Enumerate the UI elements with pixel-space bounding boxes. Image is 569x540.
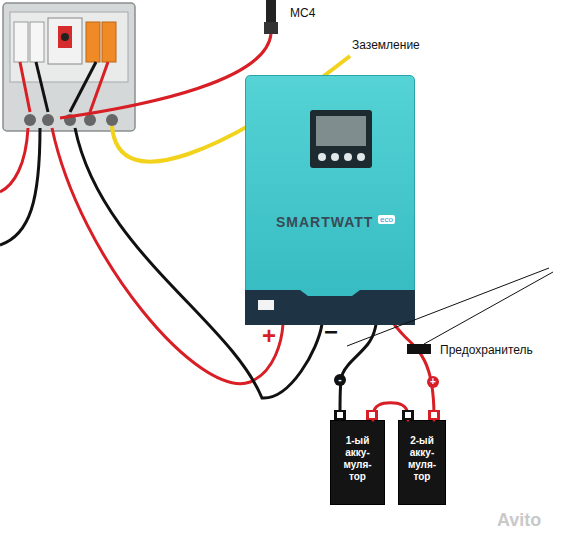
internal-wire (90, 62, 108, 112)
watermark: Avito (497, 510, 541, 531)
leader-line (424, 272, 553, 344)
panel-button (344, 153, 352, 161)
polarity-marker (334, 374, 346, 386)
battery-terminal (337, 412, 343, 418)
cable-gland (42, 114, 54, 126)
jumper-cable (373, 403, 408, 420)
battery-terminal (369, 412, 375, 418)
fuse-label: Предохранитель (440, 343, 533, 357)
dc-switch (48, 18, 82, 64)
panel-button (331, 153, 339, 161)
connector-label: MC4 (290, 6, 315, 20)
panel-button (318, 153, 326, 161)
surge-protector (102, 22, 116, 62)
polarity-sign: - (338, 375, 341, 385)
mounting-plate (10, 12, 128, 82)
dc-plus-cable (395, 325, 434, 420)
din-module (30, 22, 44, 62)
panel-button (357, 153, 365, 161)
internal-wire (70, 62, 96, 112)
polarity-sign: + (430, 377, 436, 387)
mc4-wire (60, 34, 271, 118)
cable-gland (64, 114, 76, 126)
brand-logo: SMARTWATT (276, 214, 373, 230)
polarity-sign: − (324, 318, 338, 346)
dc-minus-cable (340, 325, 376, 420)
ground-label: Заземление (352, 38, 420, 52)
pv-wire (0, 128, 28, 192)
battery-terminal (334, 410, 346, 420)
battery-label: 2-ый акку- муля- тор (399, 435, 445, 483)
inverter-panel (310, 110, 372, 168)
brand-badge: eco (378, 215, 395, 224)
internal-wire (20, 62, 30, 112)
mc4-connector (264, 22, 278, 34)
lcd-display (316, 116, 366, 146)
battery-terminal (431, 412, 437, 418)
switch-knob (61, 33, 69, 41)
cable-gland (84, 114, 96, 126)
switch-handle (58, 26, 72, 48)
battery-terminal (405, 412, 411, 418)
surge-protector (86, 22, 100, 62)
inverter-box: SMARTWATT eco (245, 75, 415, 325)
fuse-symbol (407, 344, 431, 354)
combiner-box (3, 3, 135, 131)
battery-terminal (428, 410, 440, 420)
cable-gland (106, 114, 118, 126)
internal-wire (36, 62, 48, 112)
battery-terminal (402, 410, 414, 420)
polarity-sign: + (262, 322, 276, 350)
battery-box: 1-ый акку- муля- тор (330, 420, 385, 505)
cable-gland (24, 114, 36, 126)
mc4-connector (266, 0, 276, 22)
battery-terminal (366, 410, 378, 420)
inverter-sticker (258, 300, 274, 310)
leader-line (347, 268, 549, 346)
polarity-marker (427, 376, 439, 388)
battery-box: 2-ый акку- муля- тор (398, 420, 446, 505)
battery-label: 1-ый акку- муля- тор (331, 435, 384, 483)
pv-wire (0, 128, 40, 245)
din-module (14, 22, 28, 62)
